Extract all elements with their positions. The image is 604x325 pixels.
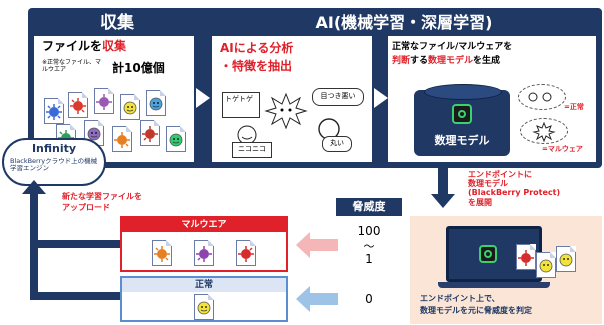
thought-bubble-malware [520, 118, 568, 144]
deploy-text: エンドポイントに 数理モデル (BlackBerry Protect) を展開 [468, 170, 560, 207]
blackberry-logo-icon [479, 245, 497, 263]
smiley-icon [149, 97, 163, 111]
normal-result-box: 正常 [120, 276, 288, 322]
virus-icon [196, 246, 212, 262]
threat-high: 100 [357, 224, 381, 238]
infinity-desc: BlackBerryクラウド上の機械学習エンジン [10, 157, 98, 173]
bubble-nikoniko: ニコニコ [232, 142, 272, 158]
smiley-icon [559, 253, 573, 267]
virus-icon [46, 104, 62, 120]
collect-total: 計10億個 [112, 61, 165, 75]
deploy-arrow-shaft [438, 168, 448, 196]
smiley-icon [539, 259, 553, 273]
deploy-line2: 数理モデル [468, 179, 508, 189]
malware-result-header: マルウエア [122, 218, 286, 232]
virus-icon [238, 246, 254, 262]
analysis-panel: AIによる分析 ・特徴を抽出 トゲトゲ 目つき悪い ニコニコ 丸い [212, 36, 372, 162]
normal-result-header: 正常 [122, 278, 286, 292]
smiley-icon [87, 127, 101, 141]
deploy-line1: エンドポイントに [468, 170, 532, 179]
malware-label: =マルウェア [542, 145, 583, 153]
endpoint-line1: エンドポイント上で、 [420, 294, 500, 303]
endpoint-file-icon [536, 252, 556, 278]
collect-line1: ファイルを収集 [42, 39, 127, 54]
deploy-line3: (BlackBerry Protect) [468, 188, 561, 198]
malware-result-arrow [296, 232, 338, 258]
threat-tilde: 〜 [363, 240, 375, 253]
bubble-toge: トゲトゲ [222, 92, 260, 118]
model-cylinder-top [424, 84, 502, 100]
flow-arrow-right [374, 88, 388, 108]
upload-line2: アップロード [62, 203, 110, 212]
collect-panel: ファイルを収集 ※正常なファイル、マルウエア 計10億個 [34, 36, 194, 162]
flow-arrow-right [196, 88, 210, 108]
virus-icon [70, 98, 86, 114]
malware-file-icon [152, 240, 172, 266]
feedback-arrow-bottom [30, 292, 122, 300]
upload-line1: 新たな学習ファイルを [62, 192, 142, 201]
virus-icon [96, 94, 112, 110]
ai-header: AI(機械学習・深層学習) [315, 13, 493, 32]
analysis-line1: AIによる分析 [220, 41, 294, 55]
threat-header: 脅威度 [336, 198, 402, 216]
analysis-line2: ・特徴を抽出 [220, 59, 293, 73]
bubble-marui: 丸い [322, 136, 352, 152]
virus-icon [114, 132, 130, 148]
endpoint-file-icon [556, 246, 576, 272]
bubble-metsuki: 目つき悪い [312, 88, 364, 106]
spiky-virus-illustration [264, 92, 308, 130]
malware-shapes-icon [532, 121, 556, 143]
laptop-base [438, 282, 550, 288]
file-icon [146, 90, 166, 116]
collect-note: ※正常なファイル、マルウエア [42, 59, 102, 73]
file-icon [140, 120, 160, 146]
endpoint-line2: 数理モデルを元に脅威度を判定 [420, 306, 532, 315]
malware-file-icon [194, 240, 214, 266]
model-desc-judge: 判断 [392, 56, 411, 66]
model-desc-line2: 判断する数理モデルを生成 [392, 56, 500, 66]
model-panel: 正常なファイル/マルウェアを 判断する数理モデルを生成 数理モデル =正常 =マ… [388, 36, 596, 162]
file-icon [120, 94, 140, 120]
normal-result-arrow [296, 286, 338, 312]
feedback-arrow-head [22, 180, 46, 194]
file-icon [112, 126, 132, 152]
feedback-arrow-mid [30, 240, 122, 248]
collect-header: 収集 [100, 13, 134, 33]
file-icon [94, 88, 114, 114]
virus-icon [518, 250, 534, 266]
collect-line1-b: 収集 [102, 39, 127, 53]
model-desc-suru: する [410, 56, 429, 66]
model-desc-model: 数理モデル [428, 56, 474, 66]
model-box: 数理モデル [414, 84, 510, 156]
endpoint-file-icon [516, 244, 536, 270]
smiley-icon [169, 133, 183, 147]
model-desc-generate: を生成 [473, 56, 501, 66]
infinity-title: Infinity [31, 142, 77, 155]
deploy-line4: を展開 [468, 197, 492, 207]
normal-label: =正常 [564, 103, 584, 111]
file-icon [44, 98, 64, 124]
infinity-cloud: Infinity BlackBerryクラウド上の機械学習エンジン [2, 138, 106, 186]
normal-file-icon [194, 294, 214, 320]
thought-bubble-normal [518, 84, 566, 110]
model-label: 数理モデル [434, 134, 490, 147]
deploy-arrow-head [431, 194, 455, 208]
endpoint-panel: エンドポイント上で、 数理モデルを元に脅威度を判定 [410, 216, 602, 324]
normal-shapes-icon [528, 92, 552, 102]
malware-result-box: マルウエア [120, 216, 288, 272]
collect-line1-a: ファイルを [42, 39, 103, 53]
smiley-icon [123, 101, 137, 115]
virus-icon [154, 246, 170, 262]
smiley-icon [197, 301, 211, 315]
virus-icon [142, 126, 158, 142]
blackberry-logo-icon [452, 104, 472, 124]
threat-zero: 0 [365, 292, 373, 306]
malware-file-icon [236, 240, 256, 266]
threat-low: 1 [365, 252, 373, 266]
file-icon [68, 92, 88, 118]
file-icon [166, 126, 186, 152]
model-desc-line1: 正常なファイル/マルウェアを [392, 42, 513, 52]
